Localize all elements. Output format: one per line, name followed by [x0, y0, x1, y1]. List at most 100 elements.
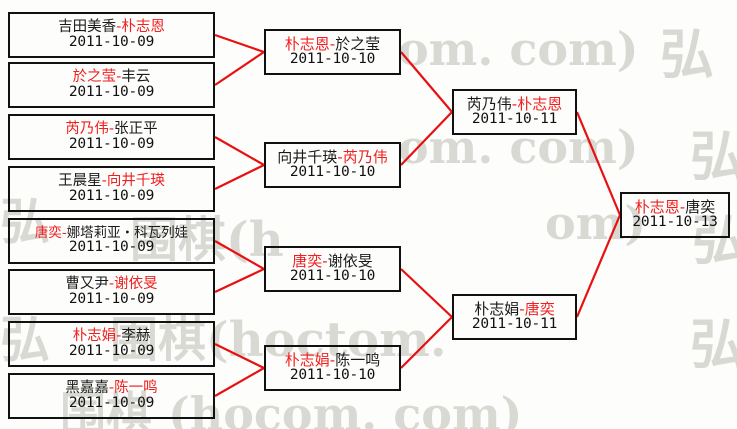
watermark-text: om. com) [398, 22, 639, 76]
connector-r2m2-to-r3m1 [400, 111, 453, 166]
match-players: 黑嘉嘉-陈一鸣 [65, 381, 157, 396]
player-loser: 曹又尹 [65, 276, 109, 293]
match-date: 2011-10-09 [68, 188, 155, 204]
player-winner: 於之莹 [72, 69, 117, 86]
match-date: 2011-10-11 [471, 316, 558, 333]
match-players: 芮乃伟-朴志恩 [467, 94, 563, 113]
match-date: 2011-10-10 [289, 367, 376, 384]
match-players: 朴志娟-李赫 [73, 329, 151, 344]
player-loser: 张正平 [114, 121, 158, 138]
player-separator: - [108, 276, 115, 293]
match-date: 2011-10-09 [68, 343, 155, 359]
connector-r1m4-to-r2m2 [214, 164, 265, 190]
match-players: 芮乃伟-张正平 [65, 122, 157, 137]
player-winner: 唐奕 [34, 224, 62, 241]
connector-r1m1-to-r2m1 [214, 33, 265, 54]
match-players: 朴志娟-唐奕 [474, 299, 555, 318]
match-date: 2011-10-09 [68, 239, 155, 256]
connector-r1m5-to-r2m3 [214, 240, 265, 270]
player-loser: 吉田美香 [58, 19, 117, 36]
match-date: 2011-10-11 [471, 111, 558, 128]
match-players: 朴志娟-陈一鸣 [284, 350, 381, 369]
player-winner: 朴志恩 [517, 94, 563, 113]
player-separator: - [116, 328, 122, 345]
watermark-text: 弘 [690, 312, 737, 376]
watermark-text: 弘 [660, 22, 714, 86]
player-winner: 朴志娟 [72, 328, 117, 345]
connector-r2m1-to-r3m1 [400, 51, 453, 113]
player-loser: 娜塔莉亚・科瓦列娃 [66, 224, 189, 241]
match-players: 曹又尹-谢依旻 [65, 277, 157, 292]
player-winner: 陈一鸣 [114, 380, 158, 397]
player-separator: - [116, 19, 122, 36]
match-players: 吉田美香-朴志恩 [58, 20, 165, 35]
player-winner: 朴志娟 [284, 350, 330, 369]
connector-r1m3-to-r2m2 [214, 136, 265, 166]
match-date: 2011-10-09 [68, 136, 155, 152]
player-winner: 朴志恩 [284, 34, 330, 53]
match-date: 2011-10-10 [289, 164, 376, 181]
player-loser: 李赫 [121, 328, 151, 345]
player-loser: 丰云 [121, 69, 151, 86]
connector-r2m3-to-r3m2 [400, 268, 453, 318]
match-players: 唐奕-娜塔莉亚・科瓦列娃 [34, 224, 189, 241]
player-winner: 芮乃伟 [342, 147, 388, 166]
player-loser: 黑嘉嘉 [65, 380, 109, 397]
player-separator: - [329, 34, 336, 53]
player-separator: - [116, 69, 122, 86]
match-date: 2011-10-09 [68, 84, 155, 100]
connector-r2m4-to-r3m2 [400, 316, 453, 369]
player-separator: - [511, 94, 518, 113]
player-winner: 朴志恩 [121, 19, 165, 36]
connector-r1m6-to-r2m3 [214, 268, 265, 293]
player-loser: 陈一鸣 [335, 350, 381, 369]
player-separator: - [322, 251, 328, 270]
player-loser: 谢依旻 [327, 251, 373, 270]
connector-r1m7-to-r2m4 [214, 343, 265, 369]
match-players: 於之莹-丰云 [73, 70, 151, 85]
connector-r1m2-to-r2m1 [214, 51, 265, 86]
match-players: 王晨星-向井千瑛 [58, 174, 165, 189]
player-loser: 唐奕 [685, 197, 716, 216]
player-winner: 朴志恩 [634, 197, 680, 216]
player-winner: 唐奕 [524, 299, 555, 318]
player-loser: 向井千瑛 [277, 147, 338, 166]
player-winner: 谢依旻 [114, 276, 158, 293]
connector-r3m2-to-fm1 [575, 214, 622, 318]
player-loser: 朴志娟 [474, 299, 520, 318]
player-loser: 王晨星 [58, 173, 102, 190]
match-date: 2011-10-09 [68, 34, 155, 50]
match-date: 2011-10-13 [632, 214, 718, 231]
watermark-text: 弘 [690, 124, 737, 188]
match-date: 2011-10-09 [68, 291, 155, 307]
player-winner: 向井千瑛 [106, 173, 165, 190]
player-separator: - [519, 299, 525, 318]
player-separator: - [108, 121, 115, 138]
match-players: 朴志恩-唐奕 [634, 197, 716, 216]
player-separator: - [679, 197, 686, 216]
player-separator: - [101, 173, 107, 190]
player-separator: - [108, 380, 115, 397]
player-separator: - [61, 224, 67, 241]
match-players: 朴志恩-於之莹 [284, 34, 380, 53]
match-date: 2011-10-10 [289, 268, 376, 285]
player-separator: - [329, 350, 336, 369]
match-date: 2011-10-09 [68, 395, 155, 411]
player-winner: 芮乃伟 [65, 121, 109, 138]
